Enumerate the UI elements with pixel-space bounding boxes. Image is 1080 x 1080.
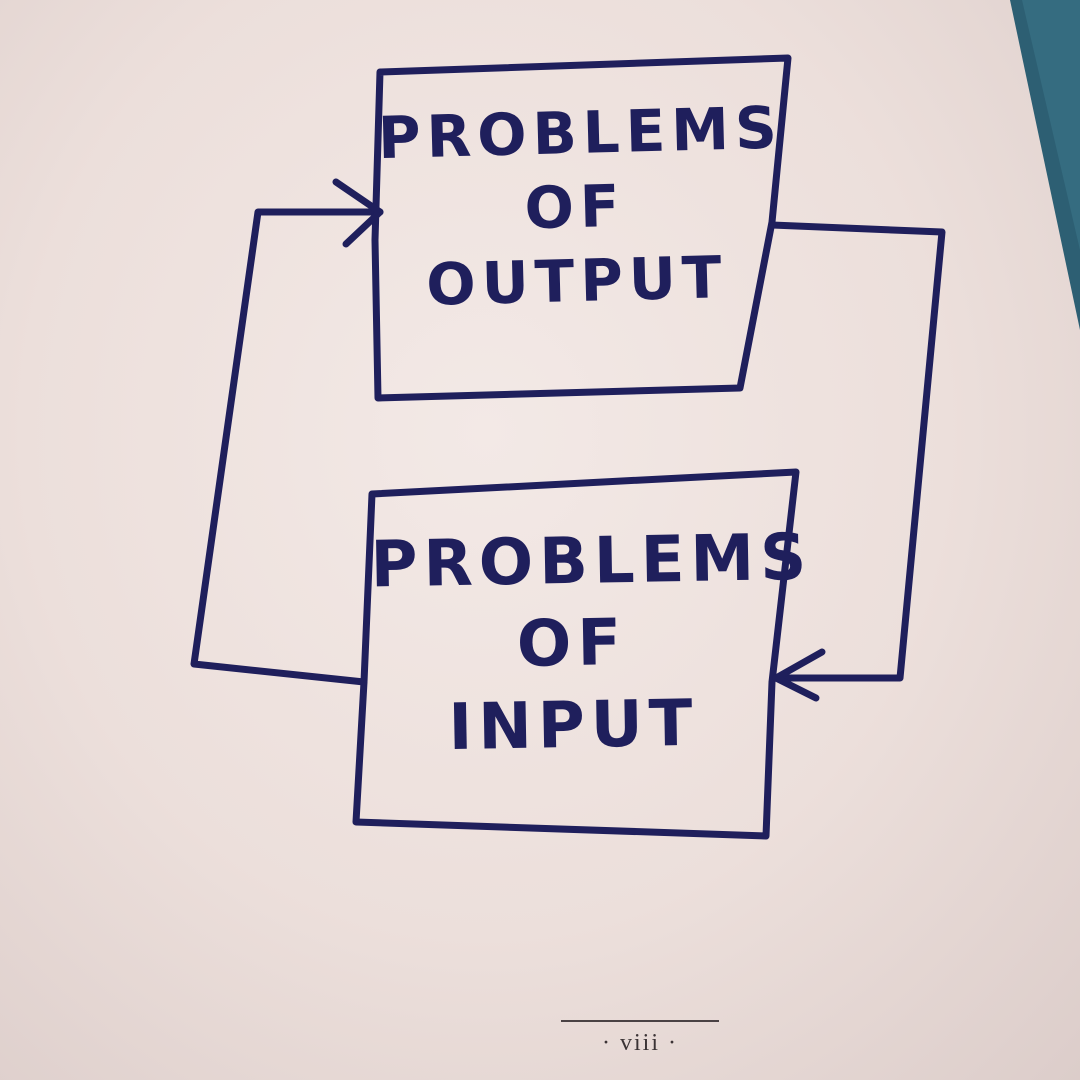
arrowhead-into-output (332, 178, 384, 248)
input-box-label: PROBLEMS OF INPUT (369, 519, 813, 772)
input-line-3: INPUT (447, 686, 699, 765)
output-line-2: OF (523, 171, 627, 243)
arrowhead-into-input (772, 648, 826, 702)
input-line-2: OF (516, 605, 628, 682)
output-box-label: PROBLEMS OF OUTPUT (377, 91, 784, 324)
connector-output-to-input (768, 221, 946, 682)
input-line-1: PROBLEMS (369, 520, 813, 603)
page-folio: · viii · (560, 1020, 720, 1057)
page-number: · viii · (602, 1030, 678, 1056)
output-box (371, 54, 792, 402)
output-line-1: PROBLEMS (377, 93, 784, 173)
connector-input-to-output (190, 208, 384, 686)
folio-rule (561, 1020, 719, 1022)
output-line-3: OUTPUT (425, 243, 729, 320)
